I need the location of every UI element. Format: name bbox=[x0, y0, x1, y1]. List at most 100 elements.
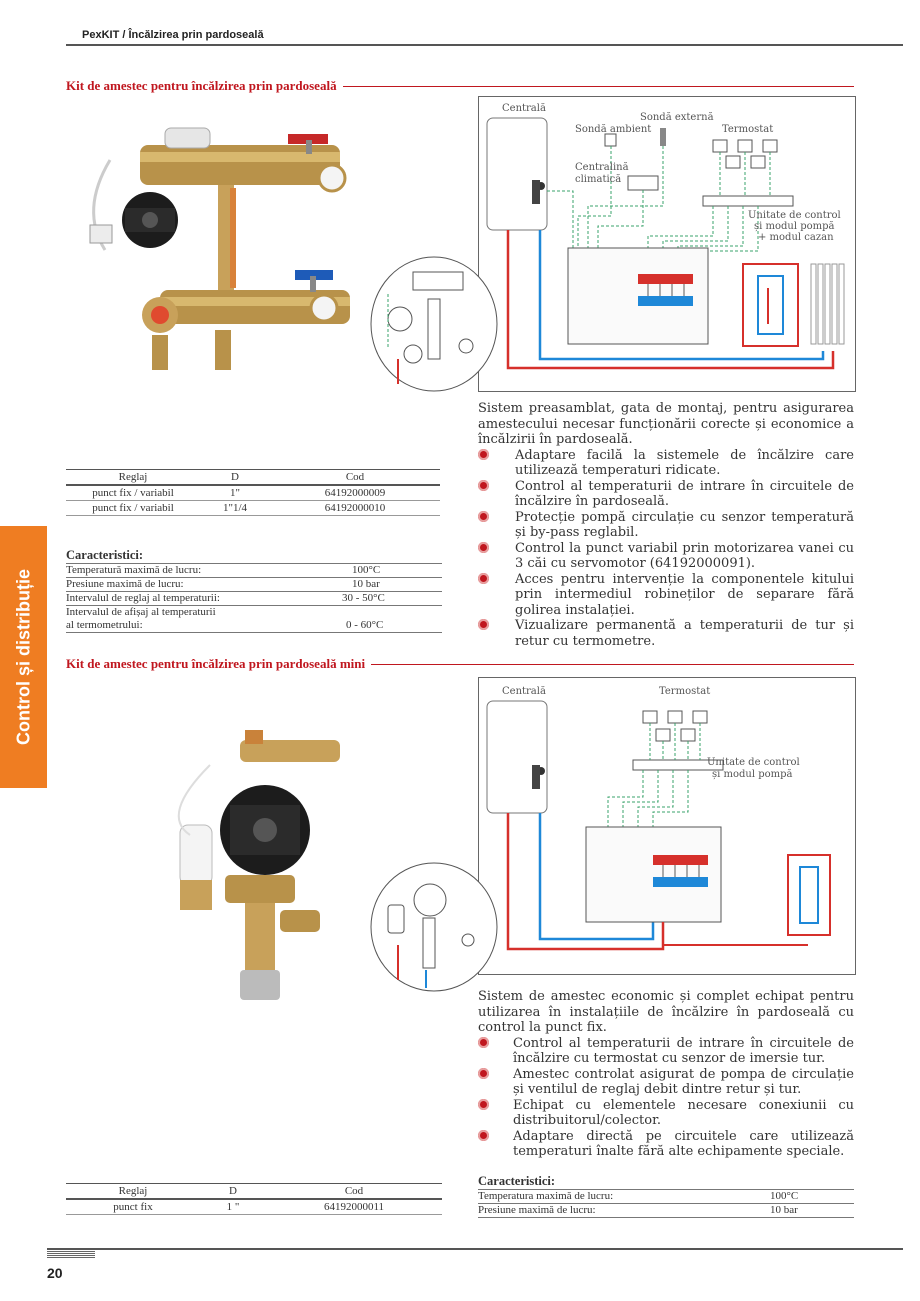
table1-cell: punct fix / variabil bbox=[92, 502, 174, 514]
list-item: Adaptare facilă la sistemele de încălzir… bbox=[478, 448, 854, 479]
characteristic-row: Temperatura maximă de lucru: 100°C bbox=[478, 1190, 854, 1204]
characteristic-row: Presiune maximă de lucru: 10 bar bbox=[66, 578, 442, 592]
characteristic-label: Temperatură maximă de lucru: bbox=[66, 564, 202, 576]
table2-header-d: D bbox=[229, 1185, 237, 1197]
characteristic-row: Intervalul de afișaj al temperaturii bbox=[66, 606, 442, 619]
bullet-icon bbox=[478, 572, 489, 584]
section1-description: Sistem preasamblat, gata de montaj, pent… bbox=[478, 401, 854, 649]
bullet-icon bbox=[478, 479, 489, 491]
section2-title: Kit de amestec pentru încălzirea prin pa… bbox=[66, 656, 372, 672]
characteristic-row: Intervalul de reglaj al temperaturii: 30… bbox=[66, 592, 442, 606]
characteristics-title-2: Caracteristici: bbox=[478, 1174, 854, 1190]
side-tab: Control și distribuție bbox=[0, 526, 47, 788]
product-table-2: Reglaj D Cod punct fix 1 " 64192000011 bbox=[66, 1183, 442, 1215]
footer-stripes-decoration bbox=[47, 1251, 95, 1259]
bullet-icon bbox=[478, 1036, 489, 1048]
product-table-1: Reglaj D Cod punct fix / variabil 1" 641… bbox=[66, 469, 440, 516]
characteristics-title-1: Caracteristici: bbox=[66, 548, 442, 564]
table1-header-cod: Cod bbox=[345, 471, 365, 483]
bullet-icon bbox=[478, 1067, 489, 1079]
table2-header-reglaj: Reglaj bbox=[118, 1185, 148, 1197]
footer-divider bbox=[47, 1248, 903, 1250]
characteristic-label: Intervalul de reglaj al temperaturii: bbox=[66, 592, 220, 604]
table1-cell: 64192000010 bbox=[324, 502, 386, 514]
characteristics-block-2: Caracteristici: Temperatura maximă de lu… bbox=[478, 1174, 854, 1218]
section1-title-rule bbox=[66, 86, 854, 87]
section2-description: Sistem de amestec economic și complet ec… bbox=[478, 989, 854, 1160]
list-item: Protecție pompă circulație cu senzor tem… bbox=[478, 510, 854, 541]
bullet-text: Adaptare facilă la sistemele de încălzir… bbox=[515, 447, 854, 479]
page-number: 20 bbox=[47, 1265, 63, 1281]
list-item: Control la punct variabil prin motorizar… bbox=[478, 541, 854, 572]
bullet-text: Protecție pompă circulație cu senzor tem… bbox=[515, 509, 854, 541]
bullet-icon bbox=[478, 510, 489, 522]
list-item: Echipat cu elementele necesare conexiuni… bbox=[478, 1098, 854, 1129]
mini-mixing-kit-product-image bbox=[150, 725, 370, 1015]
table1-cell: punct fix / variabil bbox=[92, 487, 174, 499]
diagram1-label-centralina-2: climatică bbox=[575, 174, 622, 185]
diagram1-label-unitate-2: și modul pompă bbox=[754, 221, 835, 232]
list-item: Amestec controlat asigurat de pompa de c… bbox=[478, 1067, 854, 1098]
side-tab-label: Control și distribuție bbox=[13, 568, 33, 746]
bullet-icon bbox=[478, 541, 489, 553]
bullet-text: Echipat cu elementele necesare conexiuni… bbox=[513, 1097, 854, 1129]
installation-diagram-1-drawing bbox=[478, 96, 854, 390]
characteristic-value: 30 - 50°C bbox=[342, 592, 385, 604]
section1-title: Kit de amestec pentru încălzirea prin pa… bbox=[66, 78, 343, 94]
characteristic-label: Presiune maximă de lucru: bbox=[478, 1204, 596, 1216]
detail-zoom-circle-1 bbox=[368, 254, 500, 394]
diagram2-label-centrala: Centrală bbox=[502, 686, 546, 697]
section2-intro: Sistem de amestec economic și complet ec… bbox=[478, 989, 854, 1035]
diagram2-label-unitate-1: Unitate de control bbox=[707, 757, 800, 768]
table2-cell: 64192000011 bbox=[323, 1201, 385, 1213]
table2-header-cod: Cod bbox=[344, 1185, 364, 1197]
diagram1-label-unitate-3: + modul cazan bbox=[758, 232, 834, 243]
table1-cell: 64192000009 bbox=[324, 487, 386, 499]
characteristic-value: 10 bar bbox=[770, 1204, 798, 1216]
section2-title-rule bbox=[66, 664, 854, 665]
table-row: punct fix / variabil 1"1/4 64192000010 bbox=[66, 501, 440, 516]
bullet-text: Control al temperaturii de intrare în ci… bbox=[513, 1035, 854, 1067]
characteristic-row: al termometrului: 0 - 60°C bbox=[66, 619, 442, 633]
characteristic-value: 100°C bbox=[770, 1190, 799, 1202]
characteristic-row: Presiune maximă de lucru: 10 bar bbox=[478, 1204, 854, 1218]
table1-header-reglaj: Reglaj bbox=[118, 471, 148, 483]
diagram1-label-termostat: Termostat bbox=[722, 124, 774, 135]
bullet-icon bbox=[478, 1129, 489, 1141]
diagram1-label-unitate-1: Unitate de control bbox=[748, 210, 841, 221]
bullet-text: Amestec controlat asigurat de pompa de c… bbox=[513, 1066, 854, 1098]
table1-cell: 1"1/4 bbox=[222, 502, 248, 514]
bullet-text: Vizualizare permanentă a temperaturii de… bbox=[515, 618, 854, 649]
bullet-text: Control al temperaturii de intrare în ci… bbox=[515, 478, 854, 510]
table-row: punct fix / variabil 1" 64192000009 bbox=[66, 485, 440, 501]
header-divider bbox=[66, 44, 903, 46]
bullet-text: Acces pentru intervenție la componentele… bbox=[515, 571, 854, 618]
page-header-title: PexKIT / Încălzirea prin pardoseală bbox=[82, 29, 264, 41]
list-item: Vizualizare permanentă a temperaturii de… bbox=[478, 618, 854, 649]
mixing-kit-product-image bbox=[70, 100, 380, 400]
bullet-text: Adaptare directă pe circuitele care util… bbox=[513, 1128, 854, 1160]
characteristic-value: 0 - 60°C bbox=[346, 619, 384, 631]
diagram2-label-unitate-2: și modul pompă bbox=[712, 769, 793, 780]
table-row: punct fix 1 " 64192000011 bbox=[66, 1199, 442, 1215]
section1-intro: Sistem preasamblat, gata de montaj, pent… bbox=[478, 401, 854, 447]
characteristic-label: Temperatura maximă de lucru: bbox=[478, 1190, 614, 1202]
characteristic-label: Intervalul de afișaj al temperaturii bbox=[66, 606, 216, 618]
installation-diagram-2-drawing bbox=[478, 677, 854, 973]
table2-cell: punct fix bbox=[113, 1201, 153, 1213]
characteristic-row: Temperatură maximă de lucru: 100°C bbox=[66, 564, 442, 578]
diagram2-label-termostat: Termostat bbox=[659, 686, 711, 697]
bullet-icon bbox=[478, 1098, 489, 1110]
detail-zoom-circle-2 bbox=[368, 860, 500, 994]
characteristic-value: 10 bar bbox=[352, 578, 380, 590]
characteristic-label: al termometrului: bbox=[66, 619, 143, 631]
list-item: Acces pentru intervenție la componentele… bbox=[478, 572, 854, 619]
bullet-text: Control la punct variabil prin motorizar… bbox=[515, 540, 854, 572]
bullet-icon bbox=[478, 448, 489, 460]
table1-cell: 1" bbox=[230, 487, 240, 499]
bullet-icon bbox=[478, 619, 489, 630]
table1-header-d: D bbox=[231, 471, 239, 483]
diagram1-label-centralina-1: Centralină bbox=[575, 162, 629, 173]
diagram1-label-centrala: Centrală bbox=[502, 103, 546, 114]
list-item: Control al temperaturii de intrare în ci… bbox=[478, 479, 854, 510]
